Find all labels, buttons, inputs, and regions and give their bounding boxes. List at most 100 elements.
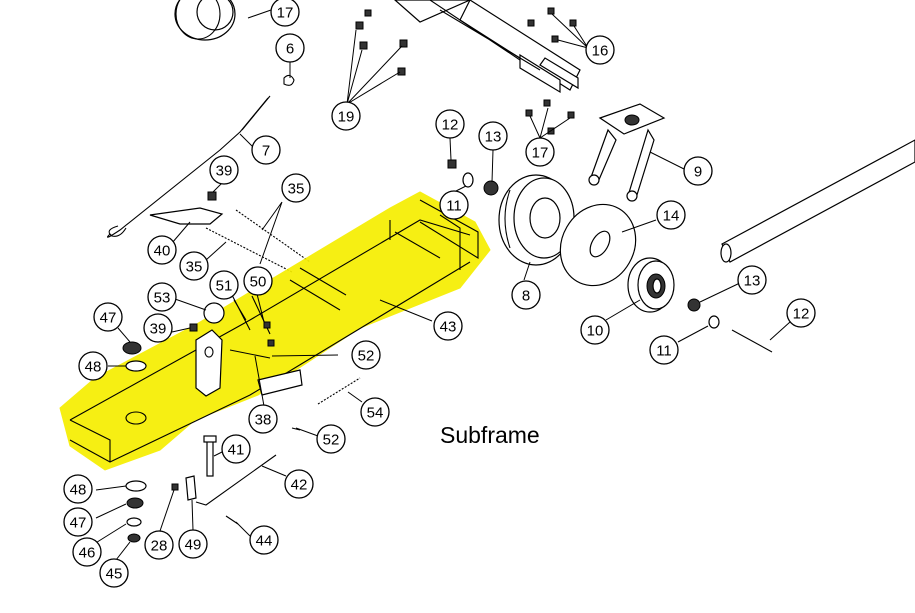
bushing-13-upper bbox=[483, 180, 499, 196]
nut-12-upper bbox=[447, 159, 457, 169]
diagram-caption: Subframe bbox=[440, 422, 540, 448]
washer-46 bbox=[126, 517, 142, 527]
callout-40: 40 bbox=[147, 235, 177, 265]
callout-7: 7 bbox=[251, 135, 281, 165]
spacer-11-lower bbox=[708, 315, 720, 329]
callout-label: 35 bbox=[186, 259, 203, 276]
callout-49: 49 bbox=[178, 529, 208, 559]
pin-52-lower bbox=[291, 427, 301, 431]
callout-label: 48 bbox=[85, 359, 102, 376]
callout-label: 17 bbox=[532, 145, 549, 162]
callout-52: 52 bbox=[316, 424, 346, 454]
callout-label: 11 bbox=[656, 343, 672, 360]
callout-label: 7 bbox=[262, 143, 270, 160]
callout-circle bbox=[284, 469, 314, 499]
cable-7 bbox=[107, 95, 271, 238]
top-frame-partial bbox=[394, 0, 581, 94]
callout-label: 14 bbox=[663, 208, 680, 225]
callout-circle bbox=[360, 397, 390, 427]
callout-13: 13 bbox=[478, 121, 508, 151]
callout-label: 46 bbox=[79, 545, 96, 562]
callout-label: 13 bbox=[485, 129, 502, 146]
callout-13: 13 bbox=[737, 265, 767, 295]
callout-48: 48 bbox=[63, 474, 93, 504]
callout-17: 17 bbox=[525, 137, 555, 167]
callout-label: 6 bbox=[286, 41, 294, 58]
callout-circle bbox=[72, 537, 102, 567]
callout-circle bbox=[209, 155, 239, 185]
callout-circle bbox=[275, 33, 305, 63]
callout-label: 13 bbox=[744, 273, 761, 290]
callout-circle bbox=[143, 313, 173, 343]
callout-label: 54 bbox=[367, 405, 384, 422]
callout-circle bbox=[243, 266, 273, 296]
callout-circle bbox=[78, 351, 108, 381]
callout-circle bbox=[248, 404, 278, 434]
lever-40 bbox=[149, 191, 224, 225]
callout-label: 52 bbox=[323, 432, 340, 449]
callout-circle bbox=[786, 298, 816, 328]
disc-14 bbox=[559, 203, 637, 287]
callout-label: 11 bbox=[446, 198, 462, 215]
rod-42 bbox=[195, 454, 277, 506]
callout-35: 35 bbox=[281, 173, 311, 203]
callout-11: 11 bbox=[649, 335, 679, 365]
nut-45 bbox=[127, 533, 141, 543]
nut-47-lower bbox=[126, 497, 144, 509]
callout-54: 54 bbox=[360, 397, 390, 427]
bolt-41 bbox=[203, 435, 217, 477]
washer-48-lower bbox=[125, 480, 147, 492]
callout-label: 17 bbox=[277, 5, 294, 22]
tire-8 bbox=[498, 174, 575, 266]
callout-label: 42 bbox=[291, 477, 308, 494]
callout-circle bbox=[683, 156, 713, 186]
callout-12: 12 bbox=[435, 109, 465, 139]
callout-circle bbox=[178, 529, 208, 559]
subframe-43 bbox=[69, 199, 479, 463]
callout-circle bbox=[433, 311, 463, 341]
callout-circle bbox=[63, 474, 93, 504]
callout-50: 50 bbox=[243, 266, 273, 296]
callout-14: 14 bbox=[656, 200, 686, 230]
callout-42: 42 bbox=[284, 469, 314, 499]
callout-label: 12 bbox=[442, 117, 459, 134]
spring-54 bbox=[317, 377, 361, 405]
rim-10 bbox=[627, 257, 675, 313]
callout-circle bbox=[737, 265, 767, 295]
callout-label: 40 bbox=[154, 243, 171, 260]
bolts-16 bbox=[527, 7, 577, 43]
callout-circle bbox=[270, 0, 300, 27]
callout-label: 12 bbox=[793, 306, 810, 323]
callout-circle bbox=[435, 109, 465, 139]
callout-label: 44 bbox=[256, 533, 273, 550]
callout-48: 48 bbox=[78, 351, 108, 381]
callout-label: 48 bbox=[70, 482, 87, 499]
callout-45: 45 bbox=[99, 558, 129, 588]
callout-circle bbox=[99, 558, 129, 588]
callout-circle bbox=[281, 173, 311, 203]
callout-label: 10 bbox=[587, 323, 604, 340]
callout-circle bbox=[144, 530, 174, 560]
callout-10: 10 bbox=[580, 315, 610, 345]
callout-label: 9 bbox=[694, 164, 702, 181]
parts-28-49 bbox=[171, 475, 197, 501]
callout-circle bbox=[585, 35, 615, 65]
callout-label: 35 bbox=[288, 181, 305, 198]
callout-circle bbox=[147, 235, 177, 265]
subframe-highlight bbox=[59, 191, 491, 471]
callout-label: 43 bbox=[440, 319, 457, 336]
callout-47: 47 bbox=[63, 507, 93, 537]
bushing-13-lower bbox=[687, 298, 701, 312]
callout-circle bbox=[221, 434, 251, 464]
callout-circle bbox=[656, 200, 686, 230]
callout-label: 19 bbox=[338, 109, 355, 126]
callout-circle bbox=[351, 340, 381, 370]
bracket-9 bbox=[588, 103, 666, 202]
washer-48-upper bbox=[125, 360, 147, 372]
callout-circle bbox=[209, 270, 239, 300]
callout-circle bbox=[63, 507, 93, 537]
callout-circle bbox=[251, 135, 281, 165]
callout-circle bbox=[511, 280, 541, 310]
